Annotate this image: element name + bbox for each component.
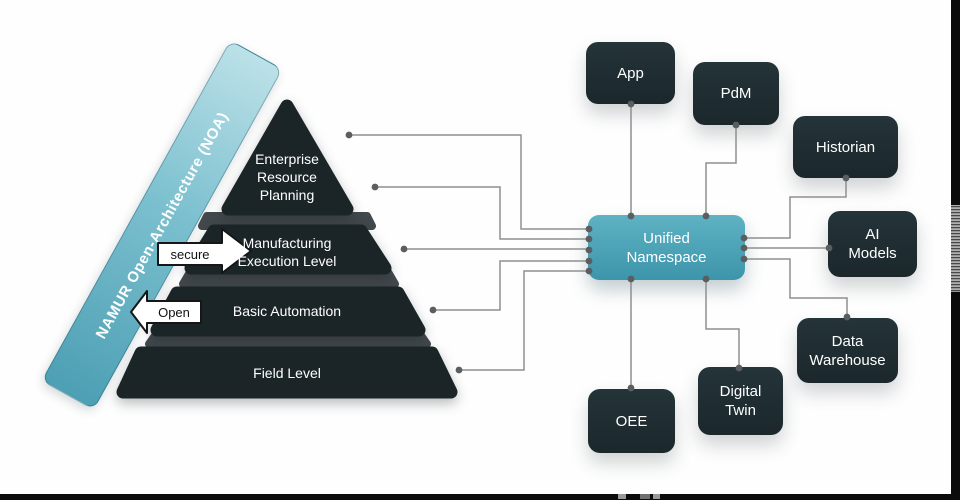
hub-unified-namespace-label: Unified Namespace	[626, 229, 707, 266]
node-digital-twin-label: Digital Twin	[719, 383, 762, 419]
layer-mel-label: Manufacturing Execution Level	[237, 235, 337, 269]
layer-erp-label: Enterprise Resource Planning	[255, 151, 319, 203]
node-historian-label: Historian	[815, 138, 876, 156]
open-arrow-label: Open	[158, 304, 190, 320]
right-frame-edge-noise	[951, 205, 960, 292]
bottom-bar-speck	[653, 494, 660, 499]
secure-arrow-label: secure	[170, 246, 210, 262]
node-data-warehouse-label: Data Warehouse	[809, 332, 886, 369]
hub-unified-namespace: Unified Namespace	[588, 215, 745, 280]
node-data-warehouse: Data Warehouse	[797, 318, 898, 383]
layer-basic-automation-label: Basic Automation	[232, 303, 342, 319]
node-oee: OEE	[588, 389, 675, 453]
node-digital-twin: Digital Twin	[698, 367, 783, 435]
node-historian: Historian	[793, 116, 898, 178]
node-app: App	[586, 42, 675, 104]
layer-field-level-label: Field Level	[253, 365, 321, 381]
node-ai-models: AI Models	[828, 211, 917, 277]
bottom-bar-speck	[618, 494, 626, 499]
node-app-label: App	[617, 64, 644, 82]
node-pdm: PdM	[693, 62, 779, 125]
node-ai-models-label: AI Models	[848, 226, 897, 262]
node-oee-label: OEE	[615, 412, 648, 430]
bottom-frame-bar	[0, 494, 960, 500]
node-pdm-label: PdM	[720, 85, 752, 102]
noa-banner: NAMUR Open-Architecture (NOA)	[41, 39, 283, 411]
bottom-bar-speck	[640, 494, 650, 499]
